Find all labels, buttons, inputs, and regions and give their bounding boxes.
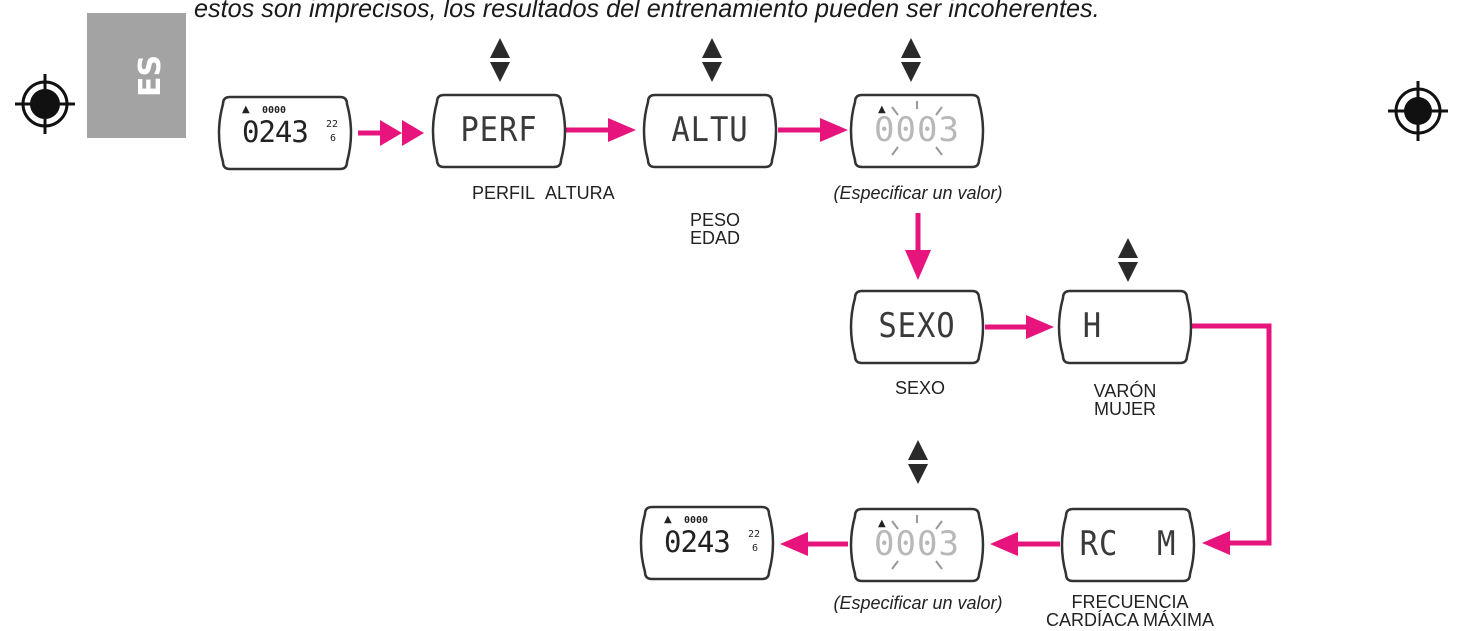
- caption-specify-value-bottom: (Especificar un valor): [833, 593, 1003, 613]
- caption-age: EDAD: [690, 228, 741, 248]
- elbow-connector: [1192, 323, 1272, 555]
- updown-arrows-icon: [908, 440, 928, 484]
- caption-height: ALTURA: [545, 183, 615, 203]
- arrow-connector: [985, 315, 1054, 339]
- lcd-display-value-top: ▲ 0003: [849, 93, 985, 169]
- lcd-display-height: ALTU: [642, 93, 778, 169]
- lcd-value-text: 0003: [874, 110, 960, 150]
- lcd-top-readout: 0000: [262, 105, 287, 116]
- lcd-seconds-readout: 22: [748, 529, 761, 540]
- lcd-sex-text: SEXO: [878, 306, 956, 346]
- satellite-icon: ▲: [242, 104, 250, 115]
- lcd-sub-readout: 6: [330, 133, 337, 144]
- caption-hr-line2: CARDÍACA MÁXIMA: [1045, 610, 1215, 630]
- lcd-height-text: ALTU: [671, 110, 749, 150]
- updown-arrows-icon: [490, 38, 510, 82]
- blink-indicator-icon: ▲: [878, 104, 886, 115]
- lcd-value-text: 0003: [874, 524, 960, 564]
- language-tab: [87, 13, 186, 138]
- lcd-time-readout: 0243: [242, 115, 309, 149]
- caption-female: MUJER: [1094, 399, 1156, 419]
- lcd-display-value-bottom: ▲ 0003: [849, 507, 985, 583]
- caption-hr-line1: FRECUENCIA: [1071, 592, 1189, 612]
- blink-indicator-icon: ▲: [878, 518, 886, 529]
- updown-arrows-icon: [1118, 238, 1138, 282]
- caption-specify-value-top: (Especificar un valor): [833, 183, 1003, 203]
- intro-text: estos son imprecisos, los resultados del…: [194, 0, 1100, 23]
- lcd-time-readout: 0243: [664, 525, 731, 559]
- lcd-display-profile: PERF: [431, 93, 567, 169]
- satellite-icon: ▲: [664, 514, 672, 525]
- arrow-connector: [778, 118, 848, 142]
- lcd-sex-value-text: H: [1082, 306, 1103, 346]
- lcd-display-sex: SEXO: [849, 289, 985, 365]
- arrow-connector: [990, 532, 1060, 556]
- caption-sex: SEXO: [894, 378, 946, 398]
- arrow-connector: [566, 118, 636, 142]
- double-arrow-connector: [358, 120, 424, 146]
- lcd-display-time-start: ▲ 0000 0243 22 6: [217, 95, 353, 171]
- caption-profile: PERFIL: [472, 183, 536, 203]
- caption-weight: PESO: [690, 210, 741, 230]
- updown-arrows-icon: [901, 38, 921, 82]
- arrow-connector: [780, 532, 848, 556]
- lcd-sub-readout: 6: [752, 543, 759, 554]
- updown-arrows-icon: [702, 38, 722, 82]
- lcd-hrmax-text: RC M: [1079, 524, 1177, 564]
- registration-mark-right-icon: [1388, 81, 1448, 141]
- lcd-display-hrmax: RC M: [1060, 507, 1196, 583]
- registration-mark-left-icon: [15, 74, 75, 134]
- lcd-display-sex-value: H: [1057, 289, 1193, 365]
- lcd-top-readout: 0000: [684, 515, 709, 526]
- arrow-connector: [905, 213, 931, 280]
- lcd-profile-text: PERF: [460, 110, 538, 150]
- lcd-seconds-readout: 22: [326, 119, 339, 130]
- lcd-display-time-end: ▲ 0000 0243 22 6: [639, 505, 775, 581]
- caption-male: VARÓN: [1093, 381, 1157, 401]
